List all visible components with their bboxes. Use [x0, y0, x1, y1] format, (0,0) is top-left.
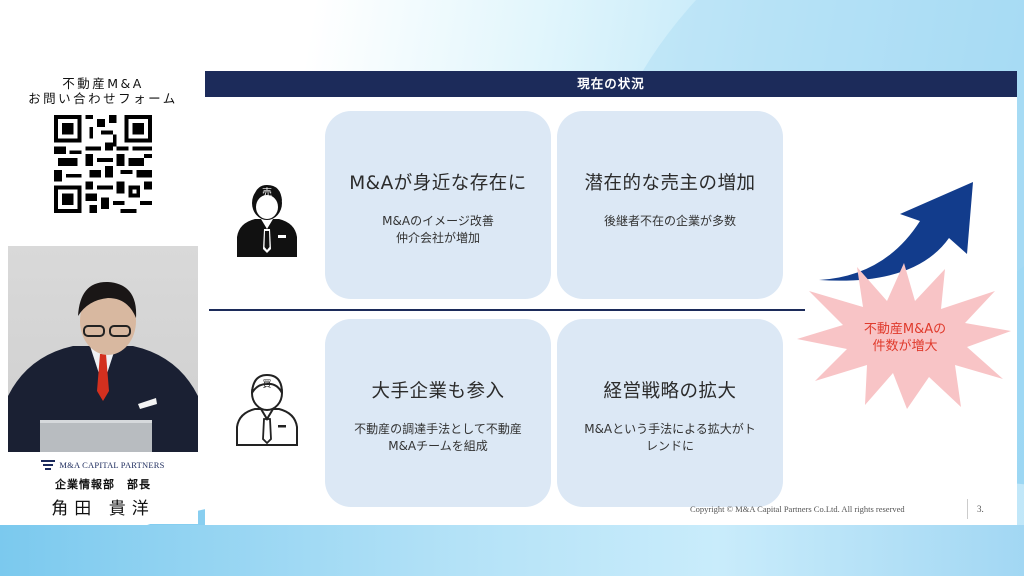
qr-title-line1: 不動産M&A	[62, 76, 144, 91]
svg-text:買: 買	[262, 379, 271, 390]
presenter-name: 角田 貴洋	[51, 499, 155, 519]
result-callout-line2: 件数が増大	[872, 339, 938, 354]
card-potential-sellers: 潜在的な売主の増加 後継者不在の企業が多数	[557, 111, 783, 299]
card-description-line: M&Aのイメージ改善	[382, 214, 494, 228]
card-ma-familiar: M&Aが身近な存在に M&Aのイメージ改善 仲介会社が増加	[325, 111, 551, 299]
card-description-line: 後継者不在の企業が多数	[603, 214, 736, 228]
presenter-name-card: M&A CAPITAL PARTNERS 企業情報部 部長 角田 貴洋	[8, 452, 198, 524]
card-description: M&Aという手法による拡大がト レンドに	[557, 421, 783, 455]
page-number-separator	[967, 499, 968, 519]
presenter-department: 企業情報部 部長	[55, 478, 151, 491]
card-description-line: 不動産の調達手法として不動産	[354, 422, 522, 436]
card-description: M&Aのイメージ改善 仲介会社が増加	[325, 213, 551, 247]
card-description-line: 仲介会社が増加	[395, 231, 480, 245]
card-title: M&Aが身近な存在に	[349, 173, 527, 194]
company-logo: M&A CAPITAL PARTNERS	[8, 460, 198, 470]
background-bottom-band	[0, 525, 1024, 576]
qr-contact-card: 不動産M&A お問い合わせフォーム	[8, 70, 198, 233]
card-title: 潜在的な売主の増加	[584, 173, 756, 194]
result-callout: 不動産M&Aの 件数が増大	[835, 321, 975, 355]
copyright-notice: Copyright © M&A Capital Partners Co.Ltd.…	[690, 504, 905, 514]
presenter-video	[8, 246, 198, 452]
section-divider	[209, 309, 805, 311]
presenter-silhouette	[8, 281, 198, 452]
card-strategy-expansion: 経営戦略の拡大 M&Aという手法による拡大がト レンドに	[557, 319, 783, 507]
card-title: 大手企業も参入	[371, 381, 505, 402]
card-description: 不動産の調達手法として不動産 M&Aチームを組成	[325, 421, 551, 455]
up-trend-arrow-icon	[819, 182, 973, 281]
seller-person-icon: 売	[237, 185, 297, 257]
slide-header: 現在の状況	[205, 71, 1017, 97]
card-large-companies: 大手企業も参入 不動産の調達手法として不動産 M&Aチームを組成	[325, 319, 551, 507]
company-logo-icon	[41, 460, 56, 470]
buyer-person-icon: 買	[236, 373, 298, 446]
qr-title: 不動産M&A お問い合わせフォーム	[8, 70, 198, 106]
presentation-slide: 現在の状況 売 買 M&Aが身近な存在に M&Aのイメージ改善 仲介会社が増加 …	[205, 71, 1017, 525]
svg-text:売: 売	[262, 186, 272, 199]
qr-code-icon[interactable]	[54, 115, 152, 213]
starburst-shape	[797, 263, 1011, 409]
card-description-line: レンドに	[645, 439, 694, 453]
card-description-line: M&Aチームを組成	[388, 439, 488, 453]
result-callout-line1: 不動産M&Aの	[863, 322, 947, 337]
card-title: 経営戦略の拡大	[603, 381, 737, 402]
qr-title-line2: お問い合わせフォーム	[28, 91, 178, 106]
company-logo-text: M&A CAPITAL PARTNERS	[59, 460, 165, 470]
page-number: 3.	[977, 504, 984, 514]
card-description: 後継者不在の企業が多数	[557, 213, 783, 230]
card-description-line: M&Aという手法による拡大がト	[584, 422, 756, 436]
